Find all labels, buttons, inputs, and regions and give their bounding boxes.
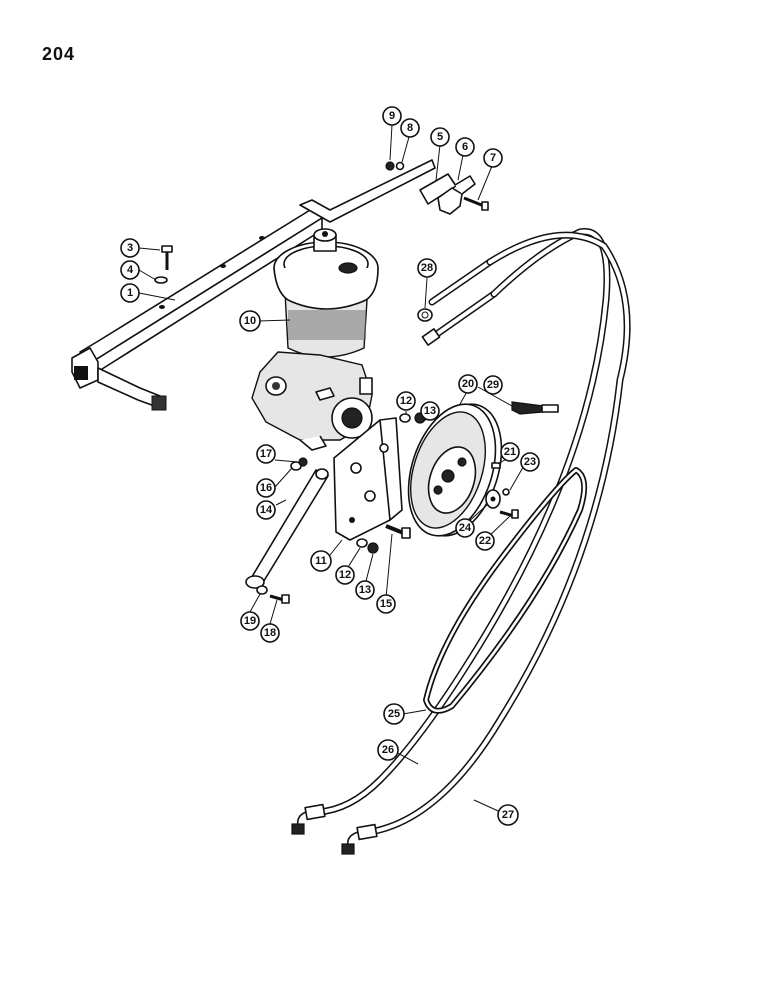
washer-24 [485, 489, 501, 509]
callout-18: 18 [260, 623, 280, 643]
callout-24: 24 [455, 518, 475, 538]
callout-7: 7 [483, 148, 503, 168]
callout-3: 3 [120, 238, 140, 258]
callout-6: 6 [455, 137, 475, 157]
bolt-22 [499, 509, 519, 519]
svg-text:18: 18 [264, 627, 276, 639]
svg-text:22: 22 [479, 535, 491, 547]
callout-9: 9 [382, 106, 402, 126]
svg-text:25: 25 [388, 708, 400, 720]
callout-20: 20 [458, 374, 478, 394]
svg-text:16: 16 [260, 482, 272, 494]
callout-13-upper: 13 [420, 401, 440, 421]
svg-text:9: 9 [389, 110, 395, 122]
svg-text:28: 28 [421, 262, 433, 274]
callout-1: 1 [120, 283, 140, 303]
lockwasher-23 [502, 488, 510, 496]
hose-fitting-28 [417, 308, 433, 322]
callout-29: 29 [483, 375, 503, 395]
callout-4: 4 [120, 260, 140, 280]
svg-text:12: 12 [339, 569, 351, 581]
svg-text:14: 14 [260, 504, 273, 516]
key-21 [491, 462, 501, 469]
callout-19: 19 [240, 611, 260, 631]
callout-23: 23 [520, 452, 540, 472]
pump-reservoir [273, 228, 379, 358]
svg-text:15: 15 [380, 598, 392, 610]
callout-25: 25 [383, 703, 405, 725]
bolt-18 [269, 594, 290, 604]
svg-text:21: 21 [504, 446, 516, 458]
svg-text:27: 27 [502, 809, 514, 821]
callout-27: 27 [497, 804, 519, 826]
svg-text:23: 23 [524, 456, 536, 468]
svg-text:3: 3 [127, 242, 133, 254]
washer-12-lower [356, 538, 368, 548]
callout-17: 17 [256, 444, 276, 464]
pulley [407, 403, 503, 537]
callout-13-lower: 13 [355, 580, 375, 600]
nut-9 [385, 161, 395, 171]
page-number: 204 [42, 44, 76, 64]
callout-16: 16 [256, 478, 276, 498]
svg-text:12: 12 [400, 395, 412, 407]
mounting-plate [333, 417, 403, 541]
svg-text:4: 4 [127, 264, 134, 276]
washer-19 [256, 585, 268, 595]
bolt-7 [463, 196, 489, 211]
callout-5: 5 [430, 127, 450, 147]
svg-text:20: 20 [462, 378, 474, 390]
svg-text:5: 5 [437, 131, 443, 143]
callout-28: 28 [417, 258, 437, 278]
svg-text:10: 10 [244, 315, 256, 327]
svg-text:1: 1 [127, 287, 133, 299]
svg-text:26: 26 [382, 744, 394, 756]
tool-29 [511, 401, 559, 415]
svg-text:17: 17 [260, 448, 272, 460]
bolt-3 [161, 245, 173, 270]
callout-11: 11 [310, 550, 332, 572]
svg-text:13: 13 [424, 405, 436, 417]
callout-10: 10 [239, 310, 261, 332]
callout-14: 14 [256, 500, 276, 520]
washer-4 [154, 276, 168, 284]
callout-26: 26 [377, 739, 399, 761]
pump-body [251, 351, 373, 451]
svg-text:24: 24 [459, 522, 472, 534]
svg-text:29: 29 [487, 379, 499, 391]
drive-belt [423, 467, 588, 714]
svg-text:19: 19 [244, 615, 256, 627]
clip-6 [437, 175, 476, 215]
callout-8: 8 [400, 118, 420, 138]
svg-text:11: 11 [315, 555, 327, 567]
callout-12-lower: 12 [335, 565, 355, 585]
callout-15: 15 [376, 594, 396, 614]
callout-12-upper: 12 [396, 391, 416, 411]
washer-12-upper [399, 413, 411, 423]
svg-text:6: 6 [462, 141, 468, 153]
svg-text:7: 7 [490, 152, 496, 164]
callout-21: 21 [500, 442, 520, 462]
bolt-15 [385, 524, 411, 539]
nut-13-lower [367, 542, 379, 554]
adjusting-strap [245, 468, 329, 589]
washer-8 [395, 161, 405, 171]
svg-text:8: 8 [407, 122, 413, 134]
nut-17 [298, 457, 308, 467]
callout-22: 22 [475, 531, 495, 551]
svg-text:13: 13 [359, 584, 371, 596]
